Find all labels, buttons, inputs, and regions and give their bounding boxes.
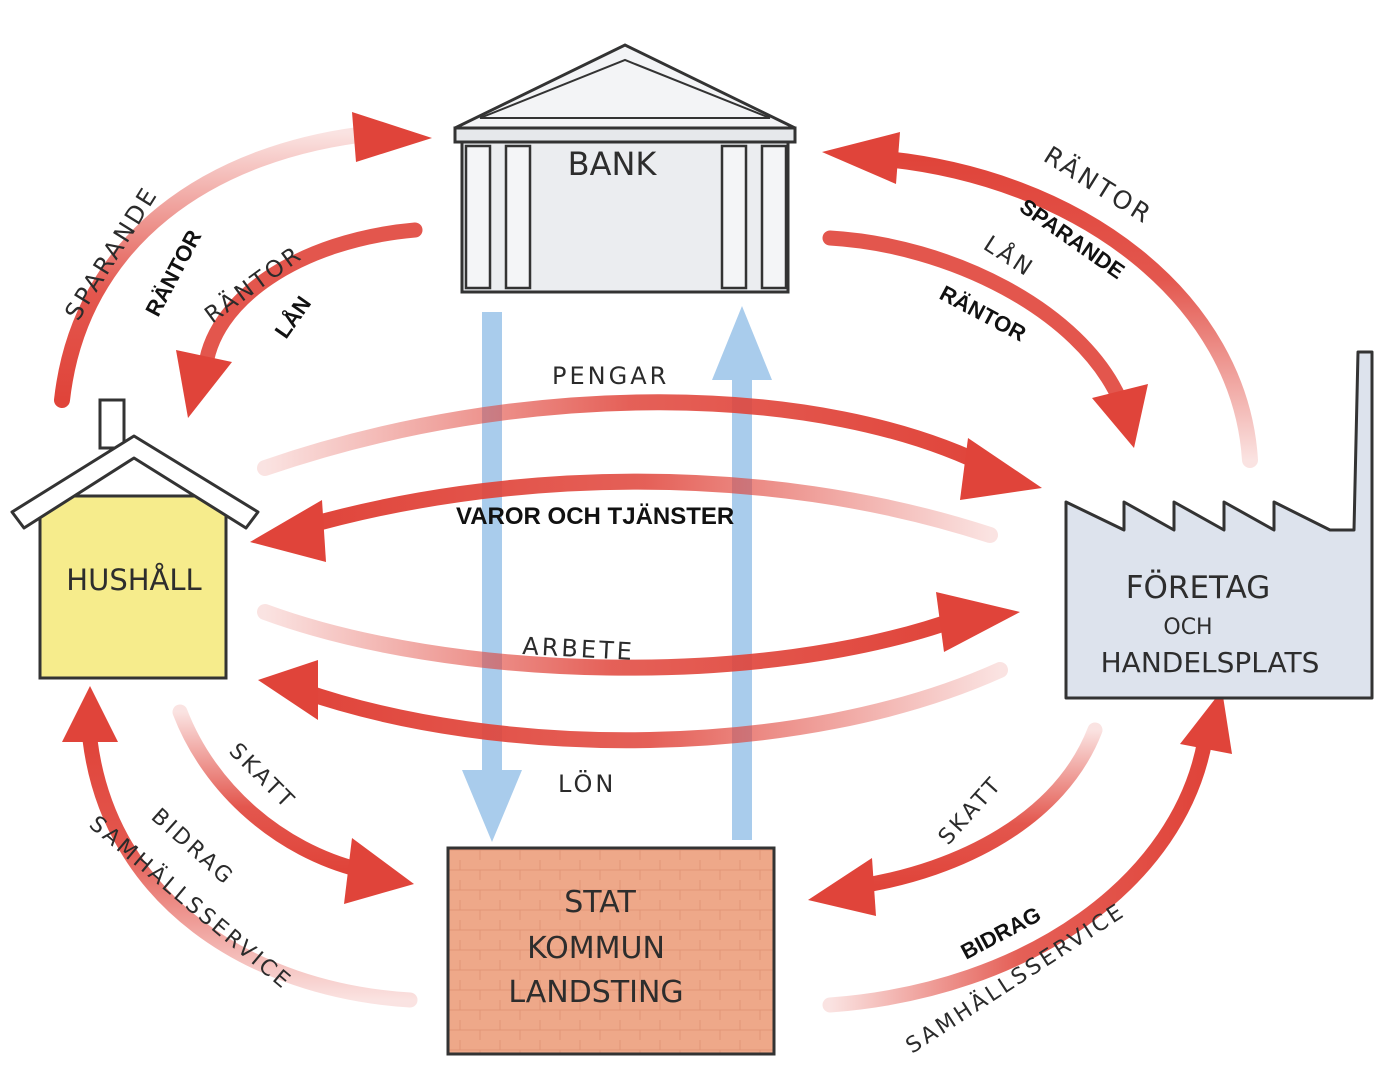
company-factory: FÖRETAG OCH HANDELSPLATS: [1064, 350, 1374, 700]
label-varor-och-tjanster: VAROR OCH TJÄNSTER: [456, 503, 734, 530]
bank-label: BANK: [568, 145, 658, 183]
blue-arrow-bank-to-state: [462, 312, 522, 842]
state-label-line2: KOMMUN: [527, 931, 665, 966]
company-label-line2: OCH: [1163, 615, 1212, 640]
label-rantor-bold-left: RÄNTOR: [140, 226, 206, 321]
state-label-line3: LANDSTING: [508, 975, 683, 1010]
label-lan-bold-left: LÅN: [269, 291, 316, 343]
label-pengar: PENGAR: [552, 362, 669, 390]
arrow-household-to-bank-sparande: [54, 112, 432, 408]
arrow-company-to-state-skatt: [808, 722, 1103, 916]
arrow-pengar: [257, 394, 1042, 500]
arrow-bank-to-company-lan: [822, 230, 1148, 448]
arrow-state-to-company-bidrag: [822, 690, 1232, 1013]
household-house: HUSHÅLL: [10, 398, 260, 680]
label-lon: LÖN: [558, 769, 616, 798]
blue-arrow-state-to-bank: [712, 306, 772, 840]
arrow-household-to-state-skatt: [172, 704, 414, 904]
state-label-line1: STAT: [564, 885, 636, 920]
label-arbete: ARBETE: [522, 632, 636, 666]
arrow-bank-to-household-lan: [176, 222, 423, 418]
arrow-arbete: [257, 592, 1020, 676]
household-label: HUSHÅLL: [66, 563, 201, 597]
company-label-line3: HANDELSPLATS: [1101, 646, 1320, 679]
bank-building: BANK: [453, 43, 797, 294]
state-box: STAT KOMMUN LANDSTING: [446, 846, 776, 1056]
company-label-line1: FÖRETAG: [1126, 569, 1271, 606]
arrow-lon: [258, 660, 1008, 749]
arrow-company-to-bank-rantor: [822, 132, 1258, 468]
arrow-varor-och-tjanster: [250, 473, 998, 562]
arrow-state-to-household-bidrag: [62, 686, 418, 1008]
